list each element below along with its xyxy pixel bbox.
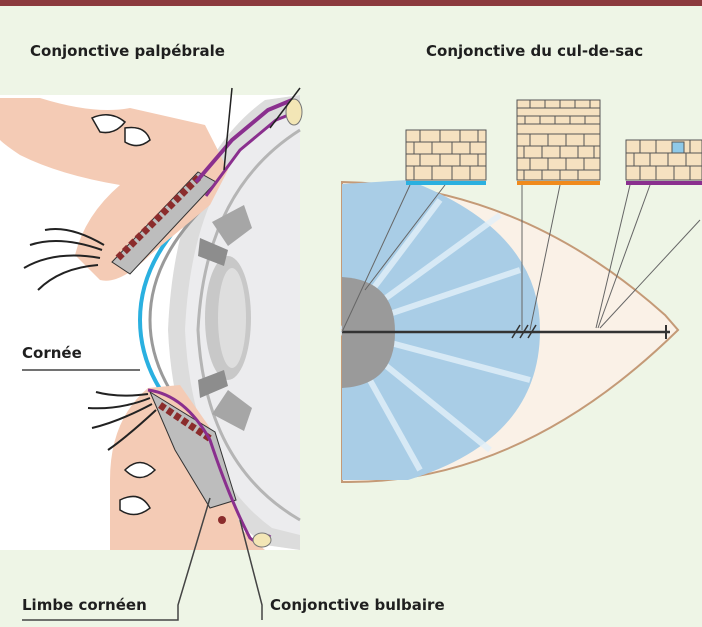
cornea-epithelium-sample	[406, 130, 486, 185]
label-conjonctive-bulbaire: Conjonctive bulbaire	[270, 596, 445, 614]
lower-fornix	[253, 533, 271, 547]
limbus-epithelium-sample	[517, 100, 600, 185]
conjunctiva-epithelium-sample	[626, 140, 702, 185]
frontal-eye-panel	[342, 100, 702, 482]
eye-section-panel	[0, 88, 302, 550]
label-limbe-corneen: Limbe cornéen	[22, 596, 147, 614]
label-conjonctive-palpebrale: Conjonctive palpébrale	[30, 42, 225, 60]
label-conjonctive-cul-de-sac: Conjonctive du cul-de-sac	[426, 42, 643, 60]
goblet-cell	[672, 142, 684, 153]
lens-highlight	[218, 268, 246, 368]
label-cornee: Cornée	[22, 344, 82, 362]
lower-accessory-gland	[218, 516, 226, 524]
